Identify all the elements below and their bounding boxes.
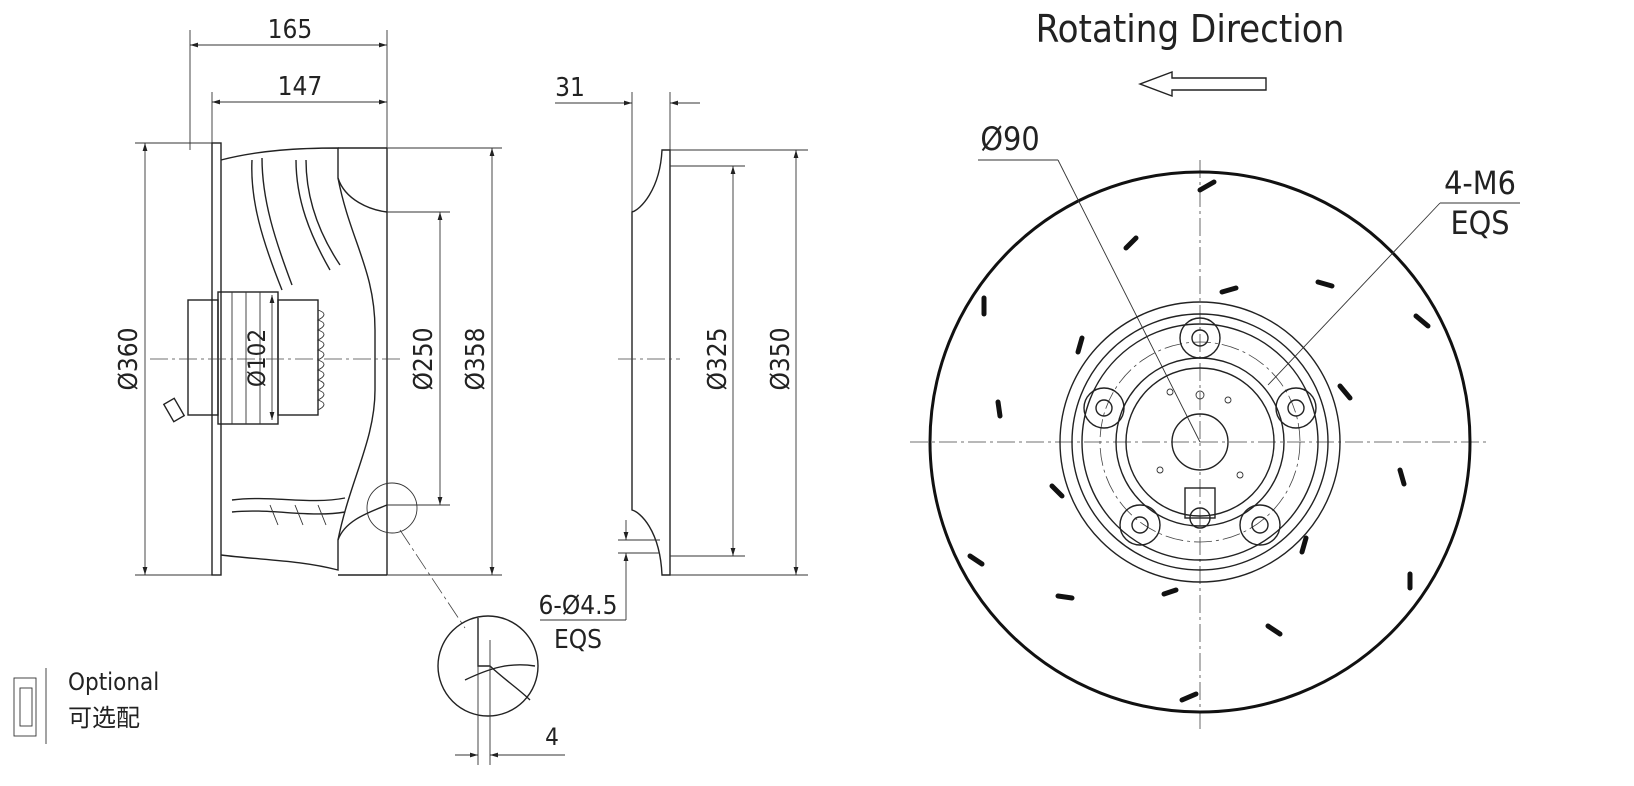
inlet-ring-section: 31 Ø325 Ø350 6-Ø4.5 EQS <box>539 73 808 655</box>
dim-4-label: 4 <box>545 723 559 751</box>
optional-legend: Optional 可选配 <box>13 668 159 744</box>
motor-mount <box>187 299 219 416</box>
rotation-arrow-icon <box>1138 70 1267 98</box>
blade-stubs <box>967 179 1431 703</box>
dia-350-label: Ø350 <box>766 327 796 390</box>
dia-90-label: Ø90 <box>980 120 1039 158</box>
side-view: 165 147 Ø360 <box>114 15 565 765</box>
shroud-ring-outer <box>1059 301 1341 583</box>
detail-marker-circle <box>366 482 418 534</box>
legend-optional-zh: 可选配 <box>68 704 140 732</box>
legend-optional-en: Optional <box>68 668 159 696</box>
rotating-direction-label: Rotating Direction <box>1036 7 1345 51</box>
holes-spec-line2: EQS <box>554 625 602 655</box>
dia-102-label: Ø102 <box>243 329 271 387</box>
cable-gland <box>162 397 186 423</box>
dia-250-label: Ø250 <box>409 327 439 390</box>
inlet-ring-profile <box>631 149 671 576</box>
thread-spec-line2: EQS <box>1450 204 1509 242</box>
dim-165-label: 165 <box>268 15 313 45</box>
holes-spec-line1: 6-Ø4.5 <box>539 591 618 621</box>
center-bore <box>1171 413 1229 471</box>
front-view: Rotating Direction <box>910 7 1520 730</box>
dia-358-label: Ø358 <box>461 327 491 390</box>
detail-view-circle <box>437 615 539 717</box>
mounting-bosses <box>1083 317 1317 546</box>
connector-block <box>1184 487 1216 519</box>
thread-spec-line1: 4-M6 <box>1444 164 1516 202</box>
outer-disc <box>928 170 1472 714</box>
dia-360-label: Ø360 <box>114 327 144 390</box>
dim-31-label: 31 <box>555 73 585 103</box>
optional-part-icon <box>13 677 37 737</box>
dim-147-label: 147 <box>278 72 323 102</box>
dia-325-label: Ø325 <box>703 327 733 390</box>
